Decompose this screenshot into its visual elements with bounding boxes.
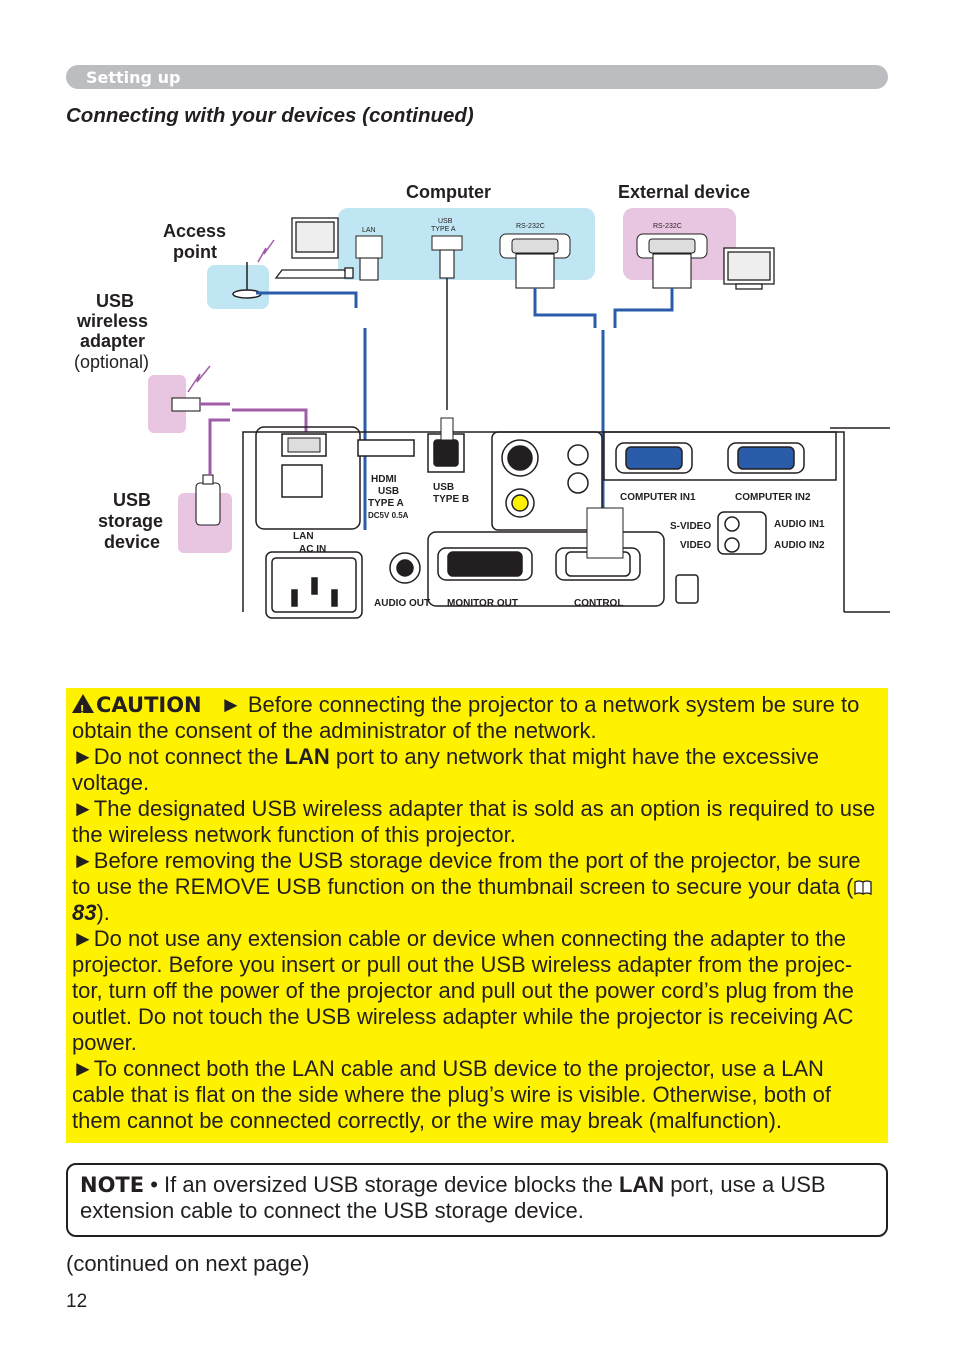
usb-type-a-label: USB xyxy=(378,486,399,497)
usb-wireless-label: (optional) xyxy=(74,352,149,372)
usb-type-a-label: TYPE A xyxy=(368,498,404,509)
rs232c-plug-pc xyxy=(515,253,555,289)
video-label: VIDEO xyxy=(680,540,711,551)
lan-cable xyxy=(256,291,358,308)
wireless-signal-icon xyxy=(187,365,211,393)
lan-term: LAN xyxy=(284,744,330,769)
page-number: 12 xyxy=(66,1291,88,1312)
hdmi-label: HDMI xyxy=(371,474,397,485)
usb-wireless-label: USB xyxy=(96,291,134,311)
caution-paragraph: ►The designated USB wireless adapter tha… xyxy=(72,796,876,847)
page-title: Connecting with your devices (continued) xyxy=(66,104,474,127)
caution-text: ►Before removing the USB storage device … xyxy=(72,848,861,899)
note-text: • If an oversized USB storage device blo… xyxy=(144,1172,619,1197)
caution-paragraph: ►Do not use any extension cable or devic… xyxy=(72,926,854,1055)
section-header-bar: Setting up xyxy=(66,65,888,89)
usb-b-plug xyxy=(440,417,454,441)
external-monitor-icon xyxy=(723,247,775,290)
external-device-label: External device xyxy=(618,182,750,202)
access-point-label: point xyxy=(173,242,217,262)
pc-usb-label: USB xyxy=(438,218,453,225)
access-point-panel xyxy=(207,265,269,309)
usb-type-b-label: TYPE B xyxy=(433,494,469,505)
book-reference-icon xyxy=(854,880,873,896)
note-text: port, use a USB extension cable to conne… xyxy=(80,1172,826,1223)
section-label: Setting up xyxy=(86,68,181,87)
monitor-out-label: MONITOR OUT xyxy=(447,598,518,609)
caution-box: CAUTION ► Before connecting the projecto… xyxy=(66,688,888,1143)
caution-paragraph: ►Before removing the USB storage device … xyxy=(66,848,888,926)
usb-storage-label: device xyxy=(104,532,160,552)
caution-paragraph: ►Do not connect the LAN port to any netw… xyxy=(66,744,888,796)
caution-text: port to any network that might have the … xyxy=(72,744,819,795)
projector-lan-label: LAN xyxy=(293,531,314,542)
audio-in1-label: AUDIO IN1 xyxy=(774,519,825,530)
note-paragraph: NOTE • If an oversized USB storage devic… xyxy=(68,1165,886,1224)
ac-in-label: AC IN xyxy=(299,544,326,555)
lan-term: LAN xyxy=(618,1172,665,1197)
ext-rs232c-label: RS-232C xyxy=(653,223,682,230)
usb-wireless-label: adapter xyxy=(80,331,145,351)
rs232c-cable xyxy=(613,288,674,328)
usb-storage-cable xyxy=(208,418,230,475)
wireless-signal-icon xyxy=(257,239,275,263)
usb-wireless-cable xyxy=(232,408,308,432)
rs232c-cable xyxy=(533,288,597,328)
caution-text: ►Do not connect the xyxy=(72,744,285,769)
s-video-label: S-VIDEO xyxy=(670,521,711,532)
caution-label: CAUTION xyxy=(96,693,202,717)
rs232c-plug-projector xyxy=(586,507,624,559)
rs232c-plug-ext xyxy=(652,253,692,289)
caution-text: ). xyxy=(96,900,110,925)
projector-usb-a-connector xyxy=(287,437,321,453)
audio-out-label: AUDIO OUT xyxy=(374,598,430,609)
pc-usb-label: TYPE A xyxy=(431,226,456,233)
audio-in2-label: AUDIO IN2 xyxy=(774,540,825,551)
pc-lan-port xyxy=(355,235,383,259)
caution-text: ► Before connecting the projector to a n… xyxy=(72,692,860,743)
dc-rating-label: DC5V 0.5A xyxy=(368,511,409,520)
computer-icon xyxy=(274,217,354,279)
usb-wireless-label: wireless xyxy=(76,311,148,331)
usb-storage-icon xyxy=(195,482,221,526)
lan-plug xyxy=(359,257,379,281)
pc-rs232c-label: RS-232C xyxy=(516,223,545,230)
connection-diagram: Computer External device Access point US… xyxy=(74,182,890,619)
usb-storage-label: USB xyxy=(113,490,151,510)
note-label: NOTE xyxy=(80,1173,145,1197)
computer-label: Computer xyxy=(406,182,491,202)
continued-text: (continued on next page) xyxy=(66,1251,310,1276)
note-box: NOTE • If an oversized USB storage devic… xyxy=(66,1163,888,1237)
control-label: CONTROL xyxy=(574,598,623,609)
computer-in1-label: COMPUTER IN1 xyxy=(620,492,696,503)
pc-usb-port xyxy=(431,235,463,251)
pc-lan-label: LAN xyxy=(362,227,376,234)
usb-storage-label: storage xyxy=(98,511,163,531)
usb-wireless-adapter-icon xyxy=(171,397,201,412)
warning-icon xyxy=(72,694,94,723)
usb-a-plug xyxy=(439,249,455,279)
projector-panel xyxy=(242,426,890,619)
caution-paragraph: CAUTION ► Before connecting the projecto… xyxy=(66,692,888,744)
caution-paragraph: ►To connect both the LAN cable and USB d… xyxy=(72,1056,831,1133)
access-point-label: Access xyxy=(163,221,226,241)
computer-in2-label: COMPUTER IN2 xyxy=(735,492,811,503)
page-reference[interactable]: 83 xyxy=(72,900,97,925)
usb-wireless-panel xyxy=(148,375,186,433)
usb-type-b-label: USB xyxy=(433,482,454,493)
